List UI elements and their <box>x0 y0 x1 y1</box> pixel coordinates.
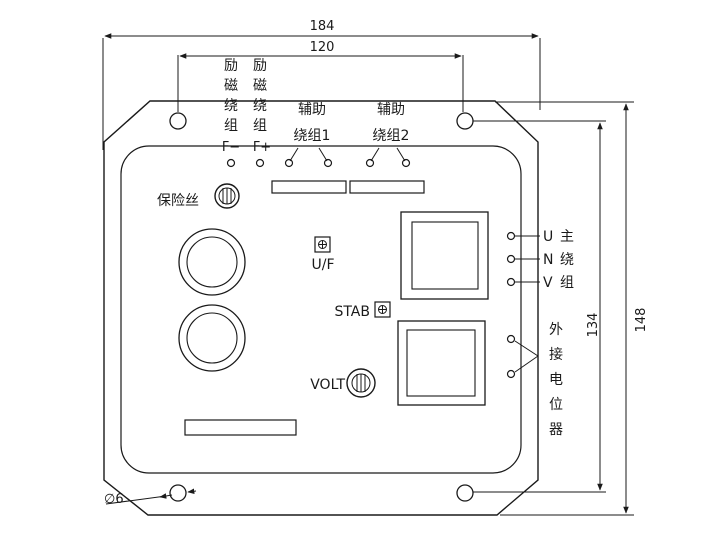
excitation-plus-char-2: 磁 <box>253 78 267 94</box>
stab-trimmer: STAB <box>334 301 391 320</box>
excitation-plus-terminal-label: F+ <box>253 140 271 155</box>
square-window-top <box>400 211 489 300</box>
excitation-minus-char-3: 绕 <box>224 98 238 114</box>
excitation-plus-char-1: 励 <box>253 58 267 74</box>
aux-winding-2: 辅助 绕组2 <box>365 102 411 168</box>
excitation-minus-char-1: 励 <box>224 58 238 74</box>
dimension-184-label: 184 <box>310 19 335 34</box>
aux-winding-2-terminal-a <box>365 158 375 168</box>
external-pot-terminals: 外 接 电 位 器 <box>506 322 563 438</box>
aux-winding-1-line2: 绕组1 <box>294 128 331 144</box>
external-pot-char-3: 电 <box>549 372 563 388</box>
dimension-120-label: 120 <box>310 40 335 55</box>
dimension-134-label: 134 <box>586 313 601 338</box>
external-pot-terminal-b <box>506 369 516 379</box>
mounting-hole-bottom-left <box>169 484 187 502</box>
mounting-hole-top-right <box>456 112 474 130</box>
round-window-bottom <box>178 304 246 372</box>
terminal-n <box>506 254 516 264</box>
main-winding-char-2: 绕 <box>560 252 574 268</box>
excitation-plus-char-3: 绕 <box>253 98 267 114</box>
aux-winding-1-terminal-b <box>323 158 333 168</box>
square-window-bottom <box>397 320 486 406</box>
hole-diameter-label: ∅6 <box>104 492 124 507</box>
excitation-minus-terminal-label: F− <box>222 140 240 155</box>
terminal-strip-2 <box>349 180 425 194</box>
terminal-f-plus <box>255 158 265 168</box>
aux-winding-2-line1: 辅助 <box>377 102 405 118</box>
terminal-u <box>506 231 516 241</box>
dimension-120: 120 <box>177 40 464 112</box>
main-winding-terminals: U 主 N 绕 V 组 <box>506 229 574 291</box>
aux-winding-2-terminal-b <box>401 158 411 168</box>
excitation-minus-label: 励 磁 绕 组 F− <box>222 58 240 155</box>
terminal-v-label: V <box>543 275 553 291</box>
terminal-v <box>506 277 516 287</box>
fuse: 保险丝 <box>157 183 240 209</box>
main-winding-char-3: 组 <box>560 275 574 291</box>
round-window-top <box>178 228 246 296</box>
external-pot-char-4: 位 <box>549 397 563 413</box>
mounting-holes <box>169 112 474 502</box>
uf-trimmer: U/F <box>311 236 335 273</box>
external-pot-terminal-a <box>506 334 516 344</box>
dimension-134: 134 <box>473 120 606 493</box>
mounting-hole-bottom-right <box>456 484 474 502</box>
terminal-u-label: U <box>543 229 553 245</box>
dimension-148: 148 <box>495 101 649 516</box>
excitation-plus-char-4: 组 <box>253 118 267 134</box>
volt-knob: VOLT <box>310 368 376 398</box>
terminal-strip-1 <box>271 180 347 194</box>
dimension-148-label: 148 <box>634 308 649 333</box>
inner-panel <box>120 145 522 474</box>
external-pot-char-2: 接 <box>549 346 563 363</box>
uf-label: U/F <box>311 257 334 273</box>
hole-diameter-callout: ∅6 <box>104 488 197 507</box>
external-pot-char-1: 外 <box>549 322 563 338</box>
aux-winding-2-line2: 绕组2 <box>373 128 410 144</box>
excitation-minus-char-2: 磁 <box>224 78 238 94</box>
fuse-label: 保险丝 <box>157 193 199 209</box>
aux-winding-1-line1: 辅助 <box>298 102 326 118</box>
outer-plate <box>103 100 539 516</box>
terminal-f-minus <box>226 158 236 168</box>
terminal-n-label: N <box>543 252 553 268</box>
main-winding-char-1: 主 <box>560 229 574 245</box>
mounting-hole-top-left <box>169 112 187 130</box>
excitation-minus-char-4: 组 <box>224 118 238 134</box>
aux-winding-1-terminal-a <box>284 158 294 168</box>
fuse-holder <box>214 183 240 209</box>
bottom-slot <box>184 419 297 436</box>
stab-label: STAB <box>334 304 370 320</box>
dimension-184: 184 <box>102 19 541 150</box>
volt-label: VOLT <box>310 377 345 393</box>
aux-winding-1: 辅助 绕组1 <box>284 102 333 168</box>
excitation-plus-label: 励 磁 绕 组 F+ <box>253 58 271 155</box>
external-pot-char-5: 器 <box>549 422 563 438</box>
